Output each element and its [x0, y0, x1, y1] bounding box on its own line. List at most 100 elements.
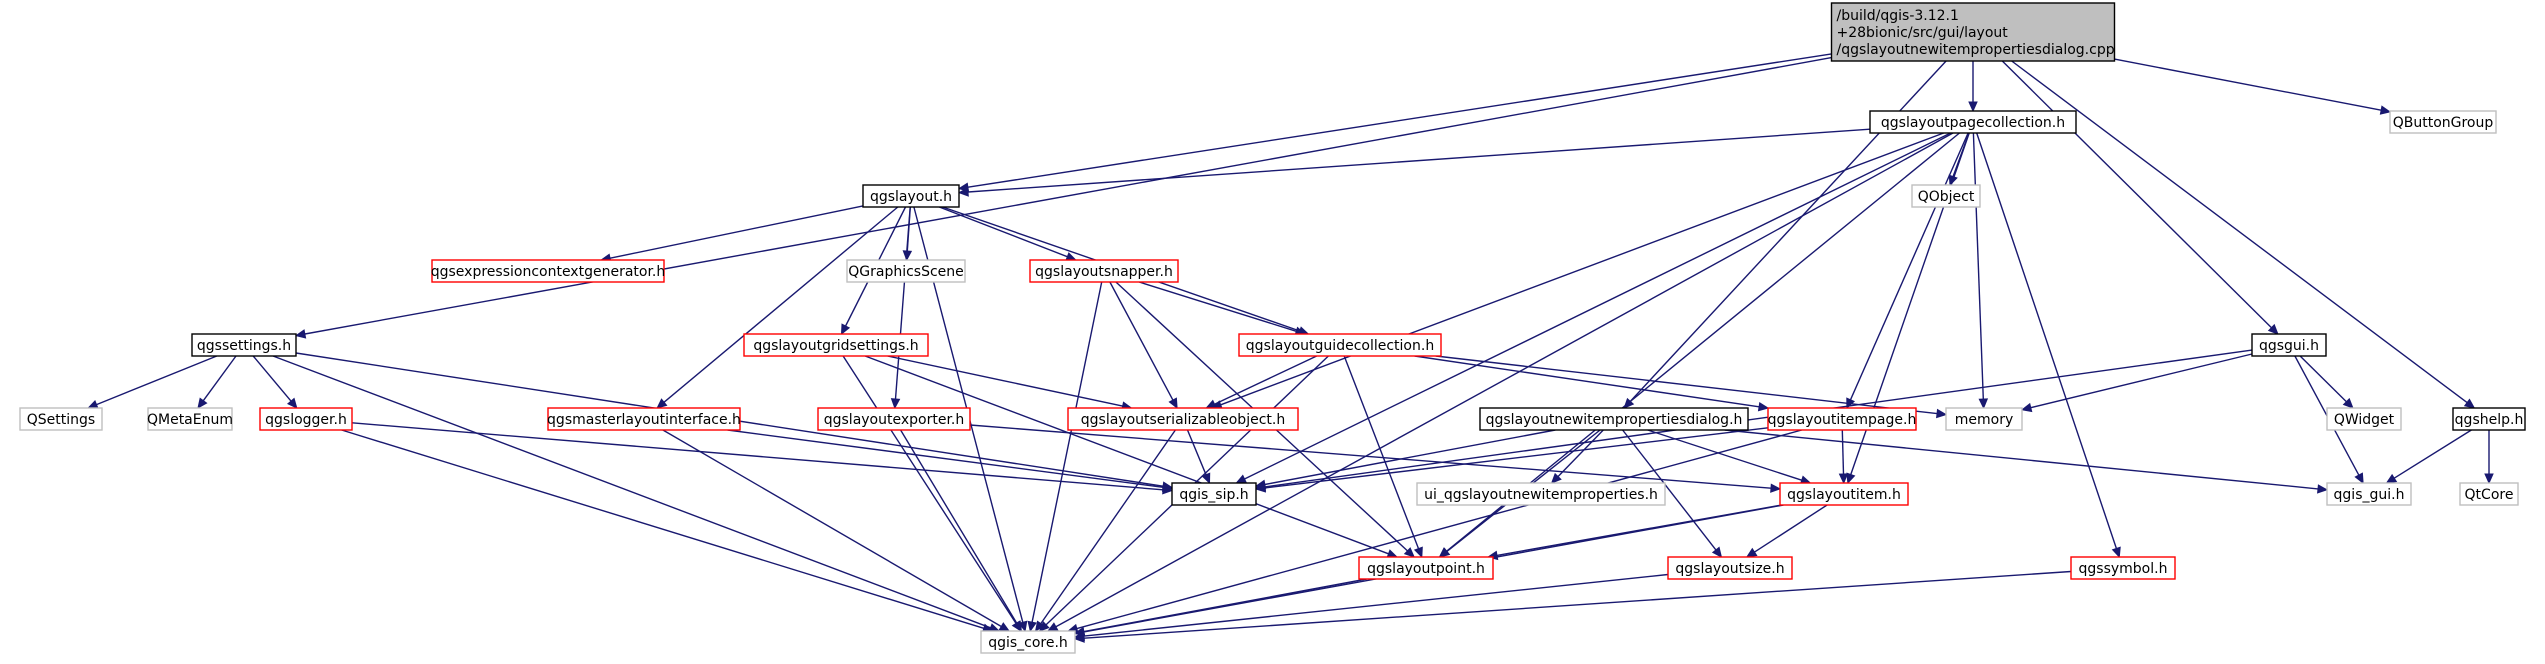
node-gridsettings[interactable]: qgslayoutgridsettings.h [743, 333, 929, 357]
edge-root-to-qbuttongroup [2114, 58, 2382, 111]
node-label-qbuttongroup: QButtonGroup [2393, 115, 2494, 131]
node-qmetaenum: QMetaEnum [147, 407, 233, 431]
edge-arrowhead-qgshelp-to-qtcore [2484, 473, 2494, 485]
node-root[interactable]: /build/qgis-3.12.1+28bionic/src/gui/layo… [1830, 2, 2116, 62]
node-box-layoutpoint [1358, 556, 1494, 580]
node-box-qgissip [1171, 482, 1257, 506]
node-box-guidecollection [1238, 333, 1442, 357]
node-label-pagecollection: qgslayoutpagecollection.h [1881, 115, 2065, 131]
node-label-memory: memory [1955, 412, 2014, 428]
node-label-uiprops: ui_qgslayoutnewitemproperties.h [1424, 487, 1658, 503]
node-label-exporter: qgslayoutexporter.h [824, 412, 965, 428]
edge-layoutsize-to-qgiscore [1083, 573, 1669, 637]
graph-nodes: /build/qgis-3.12.1+28bionic/src/gui/layo… [19, 2, 2526, 654]
node-qgiscore: qgis_core.h [980, 630, 1076, 654]
node-pagecollection[interactable]: qgslayoutpagecollection.h [1869, 110, 2077, 134]
edge-arrowhead-newitemdialog-to-uiprops [1550, 472, 1562, 484]
node-qwidget: QWidget [2326, 407, 2402, 431]
node-box-snapper [1029, 259, 1179, 283]
node-box-serializable [1067, 407, 1299, 431]
edge-exporter-to-layoutitem [969, 424, 1772, 489]
edge-qgssettings-to-qsettings [96, 355, 218, 406]
node-box-qwidget [2326, 407, 2402, 431]
edge-arrowhead-qgssettings-to-qgslogger [286, 397, 298, 409]
node-label-newitemdialog: qgslayoutnewitempropertiesdialog.h [1486, 412, 1743, 428]
edge-qgssettings-to-qgslogger [252, 355, 292, 402]
node-label-serializable: qgslayoutserializableobject.h [1081, 412, 1285, 428]
node-qgsgui[interactable]: qgsgui.h [2251, 333, 2327, 357]
edge-arrowhead-qgshelp-to-qgisgui [2385, 473, 2398, 484]
edge-newitemdialog-to-qgissip [1264, 429, 1556, 486]
node-qgssymbol[interactable]: qgssymbol.h [2070, 556, 2176, 580]
node-guidecollection[interactable]: qgslayoutguidecollection.h [1238, 333, 1442, 357]
node-box-qgslayout [862, 184, 960, 208]
graph-edges [87, 53, 2494, 643]
edge-guidecollection-to-memory [1435, 355, 1938, 415]
edge-arrowhead-masterlayout-to-qgiscore [998, 622, 1011, 632]
edge-arrowhead-qgslayout-to-masterlayout [656, 398, 668, 409]
edge-gridsettings-to-serializable [887, 355, 1123, 407]
node-label-layoutsize: qgslayoutsize.h [1675, 561, 1784, 577]
node-label-qgraphicsscene: QGraphicsScene [848, 264, 964, 280]
edge-itempage-to-qgiscore [1076, 429, 1802, 630]
edge-exporter-to-qgiscore [900, 429, 1018, 624]
node-masterlayout[interactable]: qgsmasterlayoutinterface.h [547, 407, 741, 431]
node-box-root [1830, 2, 2116, 62]
edge-qgslayout-to-exporter [894, 206, 911, 400]
node-label-itempage: qgslayoutitempage.h [1768, 412, 1917, 428]
node-qgslogger[interactable]: qgslogger.h [259, 407, 353, 431]
edge-masterlayout-to-qgissip [727, 429, 1164, 488]
node-layoutitem[interactable]: qgslayoutitem.h [1779, 482, 1909, 506]
edge-arrowhead-masterlayout-to-qgissip [1162, 482, 1174, 492]
node-label-qgshelp: qgshelp.h [2455, 412, 2524, 428]
edge-itempage-to-layoutitem [1841, 429, 1845, 475]
edge-guidecollection-to-serializable [1214, 355, 1317, 405]
node-box-qgssymbol [2070, 556, 2176, 580]
node-box-qgisgui [2326, 482, 2412, 506]
node-qtcore: QtCore [2459, 482, 2519, 506]
edge-arrowhead-root-to-qgshelp [2463, 398, 2476, 409]
edge-arrowhead-qgsgui-to-qgissip [1254, 482, 1267, 492]
node-exprctxgen[interactable]: qgsexpressioncontextgenerator.h [431, 259, 666, 283]
node-box-qmetaenum [147, 407, 233, 431]
node-box-layoutsize [1667, 556, 1793, 580]
edge-arrowhead-qgslayout-to-gridsettings [840, 323, 851, 336]
edge-arrowhead-newitemdialog-to-layoutsize [1711, 546, 1723, 558]
edge-serializable-to-qgiscore [1040, 429, 1176, 624]
node-serializable[interactable]: qgslayoutserializableobject.h [1067, 407, 1299, 431]
edge-newitemdialog-to-uiprops [1557, 429, 1604, 478]
edge-arrowhead-pagecollection-to-memory [1978, 398, 1989, 410]
node-layoutpoint[interactable]: qgslayoutpoint.h [1358, 556, 1494, 580]
node-snapper[interactable]: qgslayoutsnapper.h [1029, 259, 1179, 283]
node-qgissip[interactable]: qgis_sip.h [1171, 482, 1257, 506]
node-qgslayout[interactable]: qgslayout.h [862, 184, 960, 208]
node-qgshelp[interactable]: qgshelp.h [2452, 407, 2526, 431]
node-box-layoutitem [1779, 482, 1909, 506]
edge-pagecollection-to-serializable [1220, 132, 1944, 406]
edge-arrowhead-pagecollection-to-qgissip [1235, 474, 1248, 484]
edge-arrowhead-guidecollection-to-layoutpoint [1413, 546, 1423, 559]
node-qgraphicsscene: QGraphicsScene [846, 259, 966, 283]
edge-arrowhead-qgsgui-to-qgisgui [2354, 472, 2364, 485]
node-qgssettings[interactable]: qgssettings.h [191, 333, 297, 357]
edge-serializable-to-qgissip [1186, 429, 1207, 475]
edge-layoutpoint-to-qgiscore [1083, 578, 1367, 633]
edge-arrowhead-itempage-to-layoutitem [1838, 473, 1849, 485]
node-itempage[interactable]: qgslayoutitempage.h [1767, 407, 1917, 431]
node-box-qsettings [19, 407, 103, 431]
node-newitemdialog[interactable]: qgslayoutnewitempropertiesdialog.h [1479, 407, 1749, 431]
node-memory: memory [1945, 407, 2023, 431]
edge-root-to-qgsgui [2001, 60, 2272, 329]
edge-root-to-qgshelp [2011, 60, 2468, 404]
edge-qgssymbol-to-qgiscore [1083, 570, 2072, 639]
node-box-masterlayout [547, 407, 741, 431]
edge-snapper-to-qgiscore [1031, 281, 1103, 623]
node-box-qgssettings [191, 333, 297, 357]
node-exporter[interactable]: qgslayoutexporter.h [817, 407, 971, 431]
node-label-layoutitem: qgslayoutitem.h [1787, 487, 1901, 503]
node-box-gridsettings [743, 333, 929, 357]
edge-masterlayout-to-qgiscore [662, 429, 1002, 628]
edge-qgshelp-to-qgisgui [2393, 429, 2472, 479]
node-layoutsize[interactable]: qgslayoutsize.h [1667, 556, 1793, 580]
